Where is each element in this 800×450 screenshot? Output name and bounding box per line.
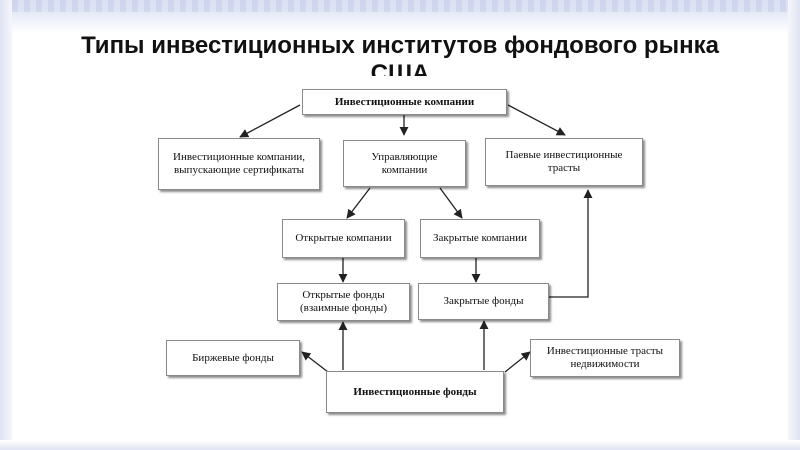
node-investment-funds: Инвестиционные фонды <box>326 371 504 413</box>
node-closed-funds: Закрытые фонды <box>418 283 549 320</box>
node-unit-trusts: Паевые инвестиционные трасты <box>485 138 643 186</box>
arrow-to-real-estate-trusts <box>504 351 531 373</box>
node-exchange-funds: Биржевые фонды <box>166 340 300 376</box>
arrow-closed-funds-to-unit-trusts <box>548 189 593 298</box>
node-real-estate-trusts: Инвестиционные трасты недвижимости <box>530 339 680 377</box>
node-certificate-companies: Инвестиционные компании, выпускающие сер… <box>158 138 320 190</box>
node-open-funds: Открытые фонды (взаимные фонды) <box>277 283 410 321</box>
slide-top-border <box>0 0 800 34</box>
arrow-to-closed-companies <box>439 187 463 219</box>
node-open-companies: Открытые компании <box>282 219 405 258</box>
arrow-to-exchange-funds <box>301 351 329 373</box>
node-management-companies: Управляющие компании <box>343 140 466 187</box>
arrow-to-open-companies <box>346 187 371 219</box>
arrow-to-certificate-companies <box>239 104 301 138</box>
arrow-to-unit-trusts <box>507 104 566 136</box>
slide-right-border <box>788 0 800 450</box>
slide-bottom-border <box>0 440 800 450</box>
slide-title: Типы инвестиционных институтов фондового… <box>81 32 719 76</box>
node-closed-companies: Закрытые компании <box>420 219 540 258</box>
slide-left-border <box>0 0 12 450</box>
node-investment-companies: Инвестиционные компании <box>302 89 507 115</box>
